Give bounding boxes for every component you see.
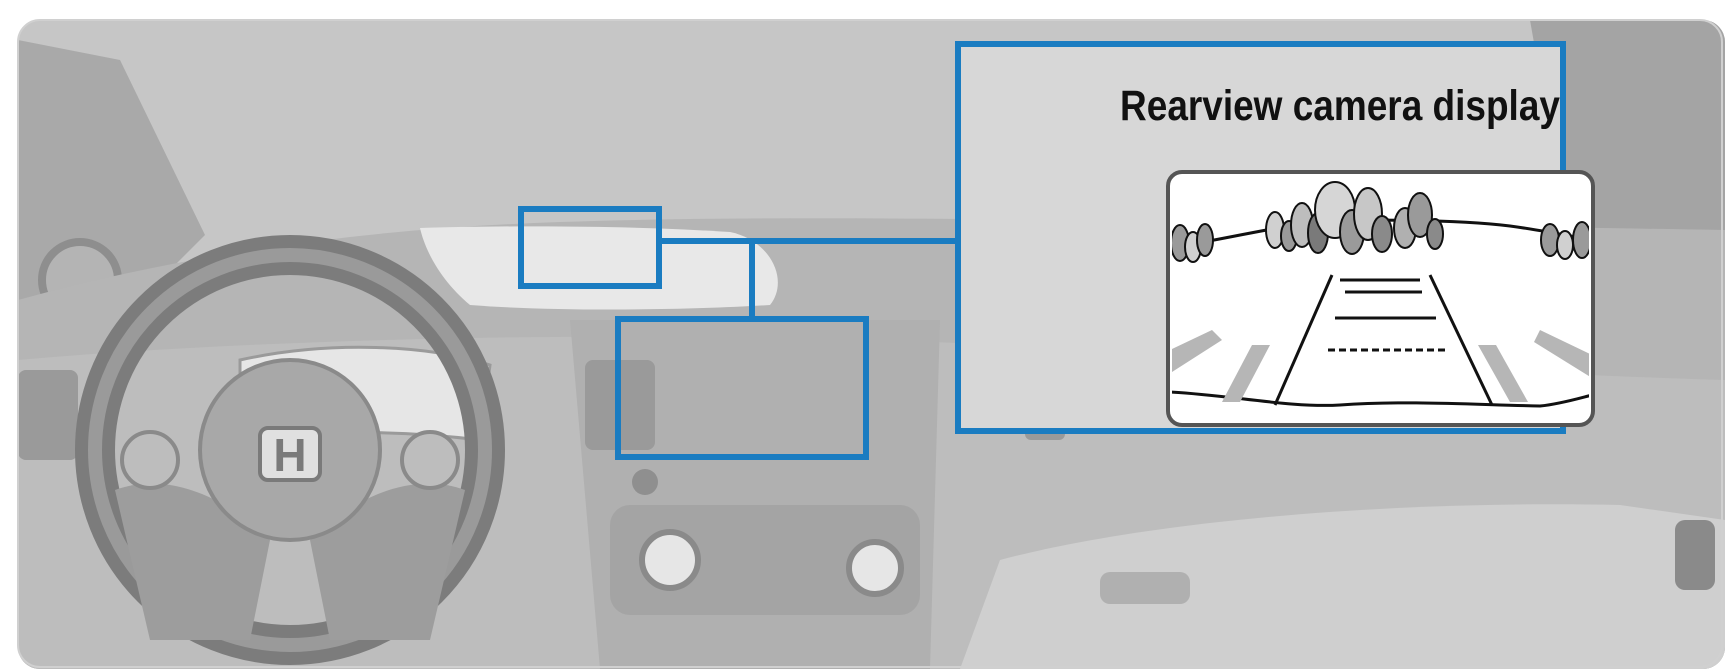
honda-logo-icon: H bbox=[260, 428, 320, 481]
hazard-button bbox=[632, 469, 658, 495]
callout-title: Rearview camera display bbox=[1091, 82, 1590, 131]
climate-knob-left bbox=[642, 532, 698, 588]
right-side-vent bbox=[1675, 520, 1715, 590]
left-vent bbox=[18, 370, 78, 460]
svg-text:H: H bbox=[273, 429, 306, 481]
climate-knob-right bbox=[849, 542, 901, 594]
glove-box-handle bbox=[1100, 572, 1190, 604]
camera-display bbox=[1168, 172, 1593, 425]
